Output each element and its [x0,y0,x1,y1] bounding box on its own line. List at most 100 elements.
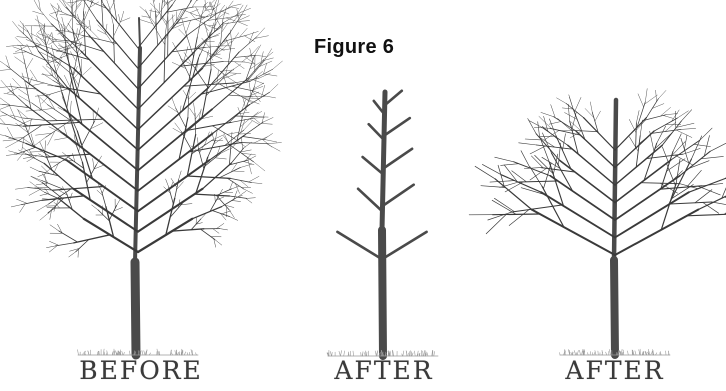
branch [213,229,219,234]
branch [72,6,73,30]
branch [530,167,542,187]
branch [47,88,69,95]
branch [227,132,239,134]
branch [190,9,198,12]
branch [37,90,49,94]
branch [241,8,250,12]
branch [495,157,514,162]
grass-stroke [112,352,113,355]
branch [210,27,218,30]
branch [168,17,180,31]
branch [65,19,72,31]
branch [40,213,48,220]
branch [257,117,268,118]
branch [0,134,6,136]
branch [222,199,236,207]
branch [638,94,644,107]
branch [113,25,114,63]
branch [18,110,24,122]
branch [222,211,231,214]
branch [13,21,20,30]
branch [253,111,262,116]
grass-stroke [330,351,331,356]
branch [15,188,27,190]
branch [687,170,702,187]
pruned-stub [363,157,384,175]
branch [51,4,56,13]
branch [681,110,691,121]
branch [557,98,567,104]
branch [524,168,541,169]
branch [530,168,546,180]
branch [233,171,244,172]
branch [514,162,551,176]
branch [25,154,47,157]
grass-stroke [606,352,607,355]
tree-after-pruned-illustration [327,91,438,356]
branch [13,78,22,87]
branch [24,122,80,126]
branch [0,113,5,125]
branch [25,81,64,109]
branch [595,111,601,121]
branch [212,135,223,140]
branch [40,194,48,196]
branch [29,189,41,196]
branch [172,47,205,52]
branch [242,54,251,62]
branch [110,2,114,10]
branch [6,141,19,148]
branch [102,0,110,2]
branch [77,29,78,38]
branch [228,16,238,18]
branch [77,14,81,25]
branch [101,0,103,27]
branch [475,166,495,179]
grass-stroke [114,351,115,355]
branch [59,46,68,49]
branch [32,103,57,121]
branch [154,0,157,2]
branch [3,140,16,141]
branch [64,75,70,87]
branch [242,138,243,149]
branch [71,0,72,13]
branch [20,204,26,213]
branch [44,163,73,188]
branch [70,52,76,62]
branch [710,142,726,151]
branch [217,223,224,228]
branch [151,22,165,45]
grass-stroke [124,352,125,355]
trunk [382,230,383,356]
branch [6,45,17,46]
branch [660,186,702,189]
branch [9,89,26,105]
branch [9,151,19,154]
branch [663,115,673,118]
branch [67,160,138,211]
branch [530,146,545,154]
branch [138,35,187,88]
branch [673,134,681,152]
branch [253,117,264,118]
branch [615,210,698,256]
pruned-stub [384,232,427,258]
branch [37,16,40,29]
branch [33,83,44,85]
branch [239,37,257,52]
branch [121,11,123,20]
grass-stroke [104,352,105,355]
branch [52,5,59,10]
branch [222,11,229,14]
branch [245,122,263,135]
branch [102,192,106,207]
branch [0,59,7,66]
branch [119,14,121,22]
branch [195,194,230,196]
branch [644,115,666,121]
grass-stroke [574,351,576,356]
branch [214,55,222,59]
branch [232,4,241,6]
